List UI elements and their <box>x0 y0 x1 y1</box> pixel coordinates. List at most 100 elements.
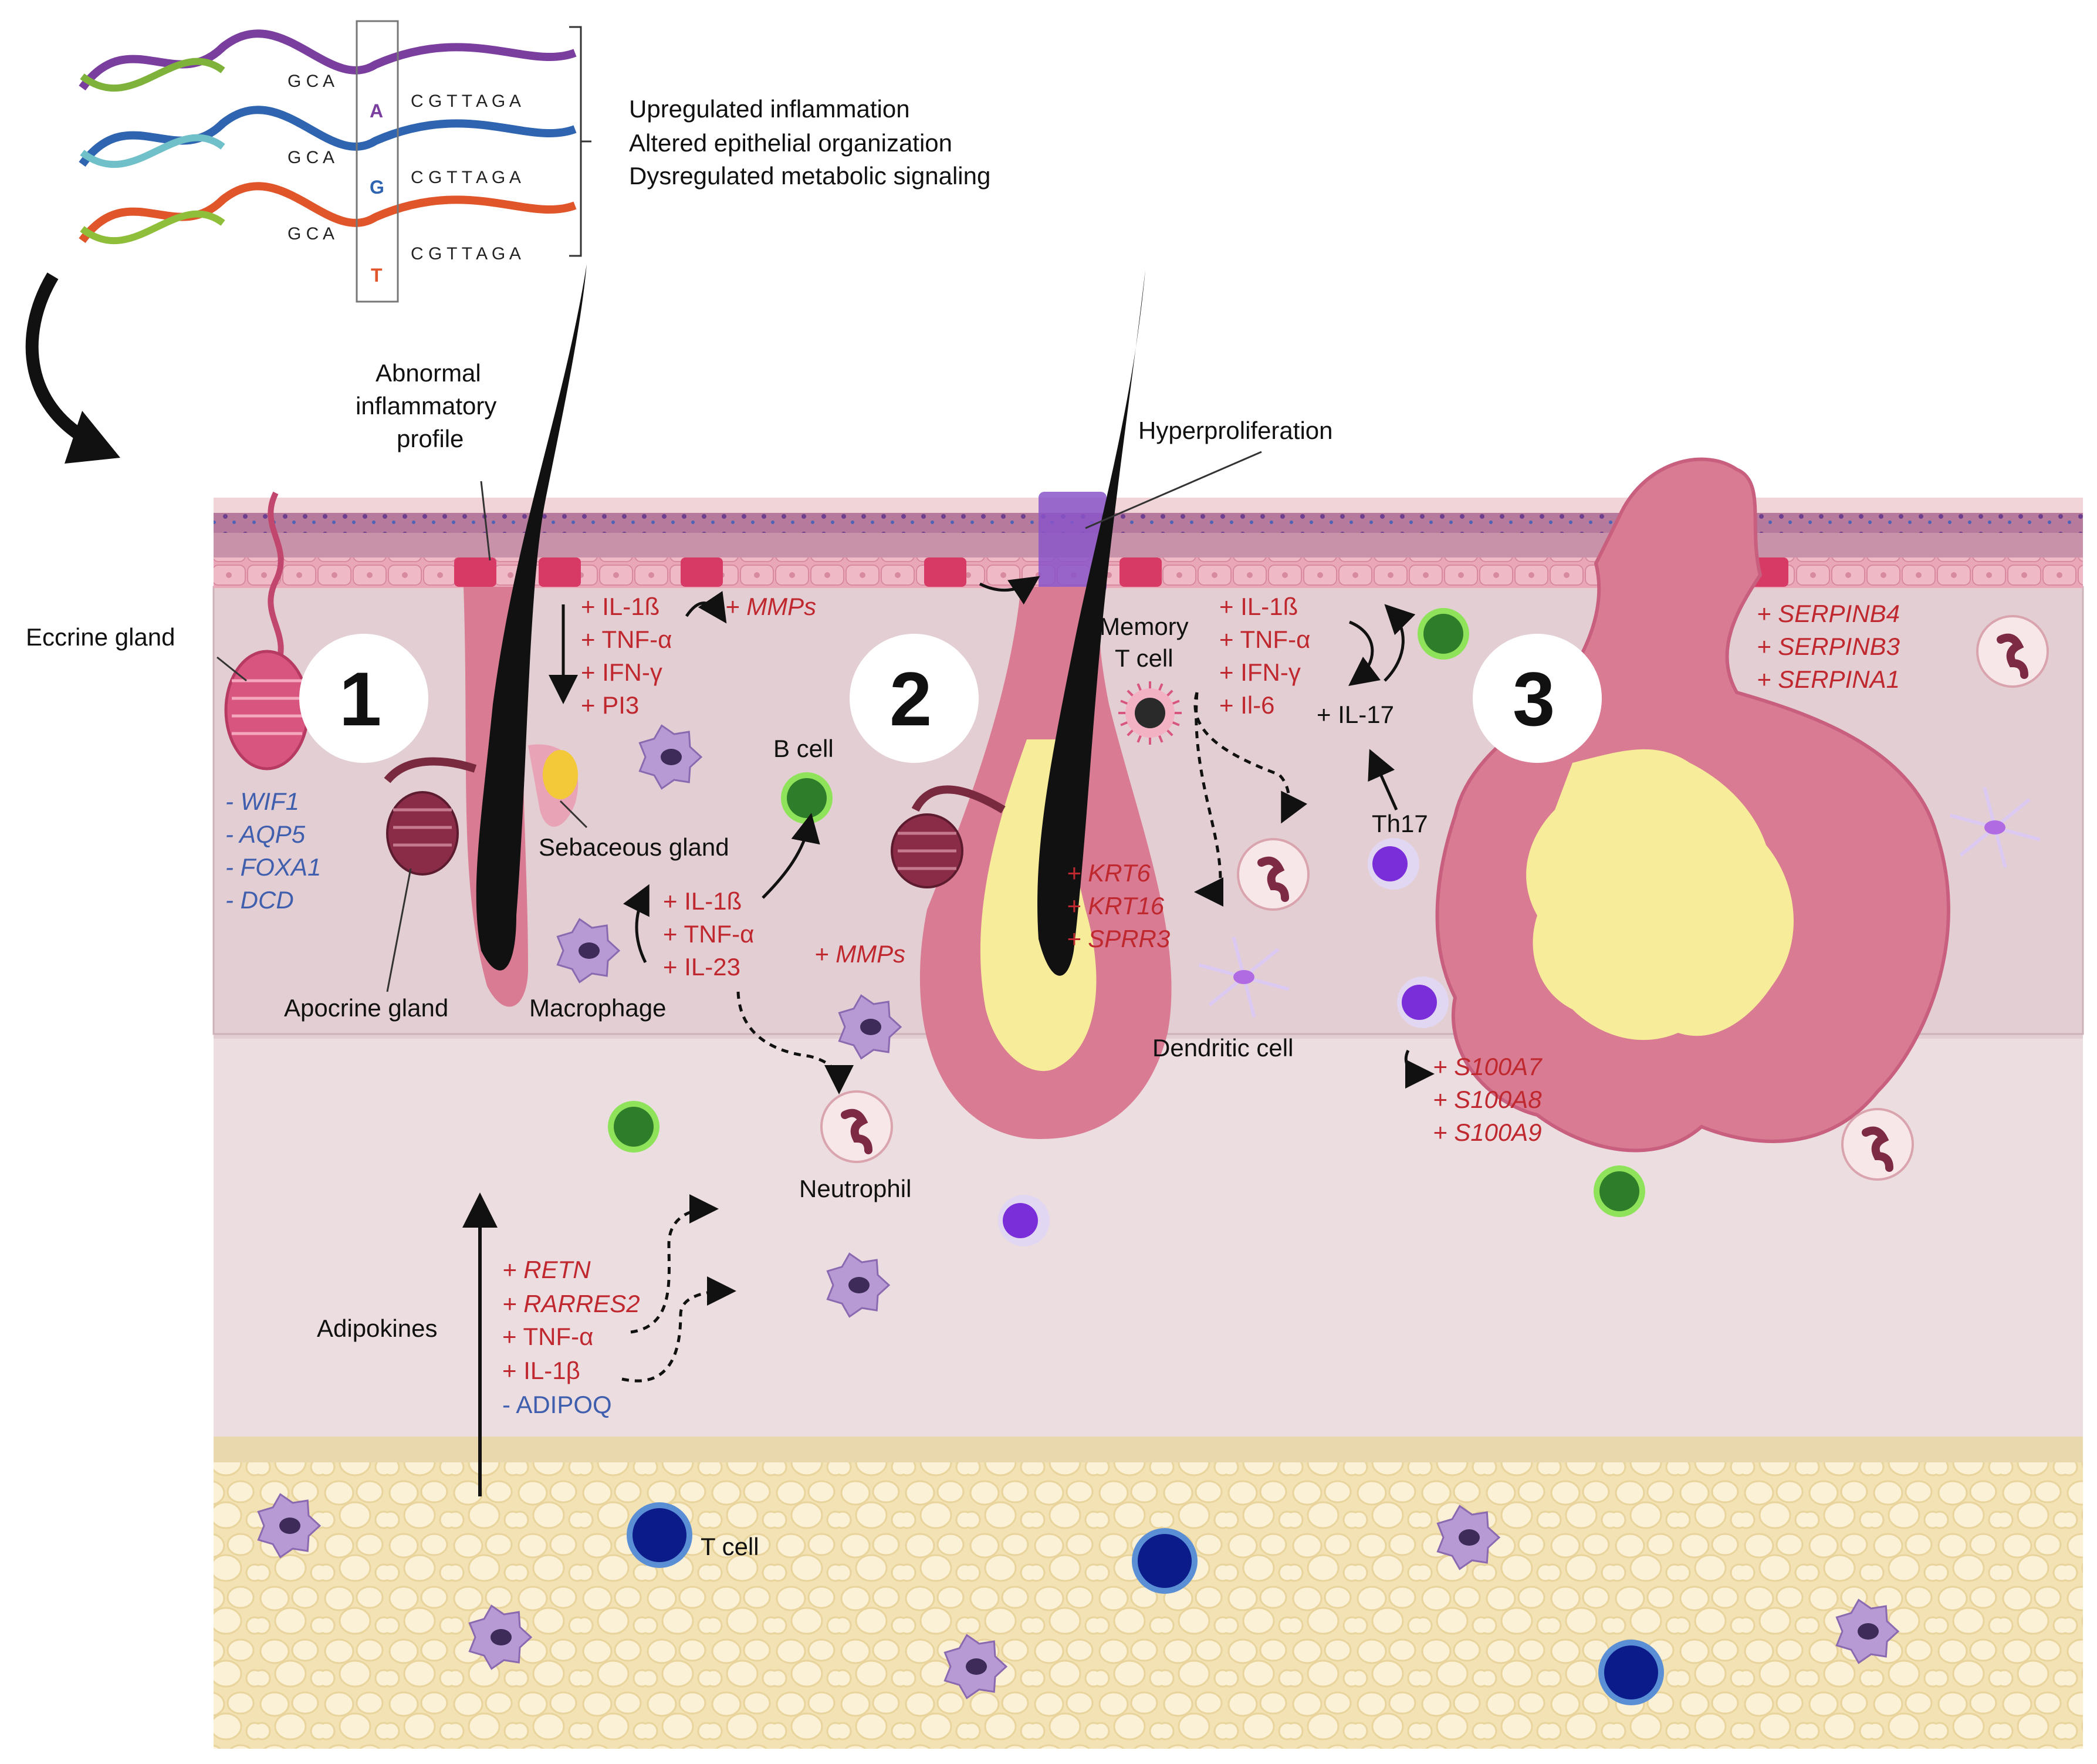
apocrine-gland-icon <box>384 757 477 876</box>
label-abnormal-line3: profile <box>397 425 464 452</box>
neutrophil-icon <box>820 1090 893 1163</box>
macrophage-icon <box>556 918 621 984</box>
marker-wif1: - WIF1 <box>225 788 299 815</box>
b-cell-icon <box>608 1101 659 1153</box>
dna-variant-2: G <box>370 177 384 198</box>
svg-text:+ TNF-α: + TNF-α <box>1219 626 1310 653</box>
svg-text:+ IL-1ß: + IL-1ß <box>663 887 742 915</box>
inflamed-keratinocyte <box>539 557 581 587</box>
th17-cell-icon <box>1368 838 1419 890</box>
dna-strand-1 <box>79 29 577 92</box>
arrow-icon <box>979 576 1040 605</box>
neutrophil-icon <box>1976 615 2049 688</box>
t-cell-icon <box>627 1502 692 1568</box>
svg-text:+ PI3: + PI3 <box>581 691 639 719</box>
serpin-markers: + SERPINB4 + SERPINB3 + SERPINA1 <box>1757 600 1900 693</box>
stage-3-badge: 3 <box>1473 634 1602 763</box>
s100-markers: + S100A7 + S100A8 + S100A9 <box>1433 1053 1543 1146</box>
t-cell-icon <box>1132 1528 1198 1594</box>
arrow-loop-icon <box>1348 620 1381 687</box>
marker-foxa1: - FOXA1 <box>225 853 321 881</box>
dashed-arrow-icon <box>1193 692 1308 824</box>
svg-text:+ SERPINB4: + SERPINB4 <box>1757 600 1900 627</box>
inflamed-keratinocyte <box>681 557 723 587</box>
label-abnormal-line1: Abnormal <box>376 359 481 387</box>
label-dendritic-cell: Dendritic cell <box>1152 1034 1293 1062</box>
dna-seq-left-3: G C A <box>288 224 334 244</box>
label-neutrophil: Neutrophil <box>799 1175 911 1202</box>
label-abnormal-line2: inflammatory <box>356 392 496 420</box>
arrow-head-icon <box>65 411 120 464</box>
fat-border <box>214 1437 2083 1462</box>
label-leaders <box>217 451 1262 992</box>
hair-follicle-1 <box>464 264 587 1007</box>
inflamed-keratinocyte <box>1119 557 1162 587</box>
marker-mmps-1: + MMPs <box>725 593 816 620</box>
svg-text:+ IFN-γ: + IFN-γ <box>581 658 662 686</box>
dna-seq-left-2: G C A <box>288 148 334 167</box>
label-t-cell-memory: T cell <box>1115 644 1173 672</box>
label-adipokines: Adipokines <box>317 1314 437 1342</box>
svg-text:+ RETN: + RETN <box>502 1256 591 1283</box>
svg-text:+ S100A8: + S100A8 <box>1433 1086 1542 1113</box>
spinous-layer <box>214 533 2083 557</box>
svg-text:+ IL-1ß: + IL-1ß <box>1219 593 1298 620</box>
sebaceous-gland <box>543 750 578 799</box>
stage1-cytokines: + IL-1ß + TNF-α + IFN-γ + PI3 + MMPs <box>581 593 816 719</box>
effect-1: Upregulated inflammation <box>629 95 910 123</box>
svg-text:1: 1 <box>339 656 381 742</box>
stage-1-badge: 1 <box>299 634 428 763</box>
adipokine-markers: + RETN + RARRES2 + TNF-α + IL-1β - ADIPO… <box>502 1256 640 1418</box>
arrow-up-icon <box>623 884 650 964</box>
label-macrophage: Macrophage <box>529 994 666 1022</box>
dna-strand-2 <box>79 106 577 168</box>
svg-text:+ S100A9: + S100A9 <box>1433 1118 1542 1146</box>
apocrine-gland-2-icon <box>891 785 1006 888</box>
macrophage-icon <box>838 994 902 1060</box>
memory-t-cell-icon <box>1118 681 1182 745</box>
svg-text:+ Il-6: + Il-6 <box>1219 691 1275 719</box>
dna-seq-right-3: C G T T A G A <box>411 244 521 263</box>
neutrophil-icon <box>1237 838 1310 911</box>
dashed-arrow-icon <box>736 991 854 1094</box>
arrow-loop-icon <box>1384 604 1416 682</box>
svg-text:2: 2 <box>889 656 932 742</box>
macrophage-icon <box>943 1634 1008 1699</box>
svg-text:+ TNF-α: + TNF-α <box>581 626 672 653</box>
svg-text:+ KRT6: + KRT6 <box>1067 859 1151 887</box>
svg-text:+ SERPINB3: + SERPINB3 <box>1757 633 1900 660</box>
arrow-up-icon <box>762 813 820 899</box>
svg-text:- ADIPOQ: - ADIPOQ <box>502 1391 612 1418</box>
macrophage-cytokines: + IL-1ß + TNF-α + IL-23 <box>663 887 754 981</box>
effects-bracket <box>569 26 591 257</box>
stage2-cytokines: + IL-1ß + TNF-α + IFN-γ + Il-6 <box>1219 593 1310 719</box>
inflamed-keratinocyte <box>454 557 496 587</box>
dna-variant-1: A <box>370 100 383 121</box>
dna-strand-3 <box>79 182 577 245</box>
svg-text:+ TNF-α: + TNF-α <box>502 1323 593 1350</box>
arrow-up-icon <box>1368 749 1398 811</box>
dna-seq-right-2: C G T T A G A <box>411 168 521 187</box>
arrow-icon <box>1404 1049 1435 1089</box>
dendritic-cell-icon <box>1949 786 2041 869</box>
marker-mmps-2: + MMPs <box>814 940 905 968</box>
macrophage-icon <box>1835 1599 1900 1664</box>
curved-arrow-icon <box>25 272 103 452</box>
label-t-cell: T cell <box>701 1533 759 1560</box>
svg-text:+ SERPINA1: + SERPINA1 <box>1757 665 1900 693</box>
label-hyperproliferation: Hyperproliferation <box>1138 417 1333 444</box>
effect-2: Altered epithelial organization <box>629 129 952 157</box>
arrows <box>462 576 1435 1496</box>
svg-text:+ TNF-α: + TNF-α <box>663 920 754 948</box>
keratin-markers: + KRT6 + KRT16 + SPRR3 <box>1067 859 1170 952</box>
b-cell-icon <box>1594 1165 1645 1217</box>
svg-text:+ IL-23: + IL-23 <box>663 953 740 981</box>
dendritic-cell-icon <box>1198 936 1290 1018</box>
dna-seq-right-1: C G T T A G A <box>411 92 521 111</box>
stratum-corneum <box>214 498 2083 513</box>
svg-text:+ SPRR3: + SPRR3 <box>1067 925 1170 952</box>
arrow-loop-icon <box>685 591 727 624</box>
macrophage-icon <box>826 1252 891 1318</box>
svg-text:+ KRT16: + KRT16 <box>1067 892 1165 920</box>
hair-shaft-2 <box>1037 270 1145 976</box>
